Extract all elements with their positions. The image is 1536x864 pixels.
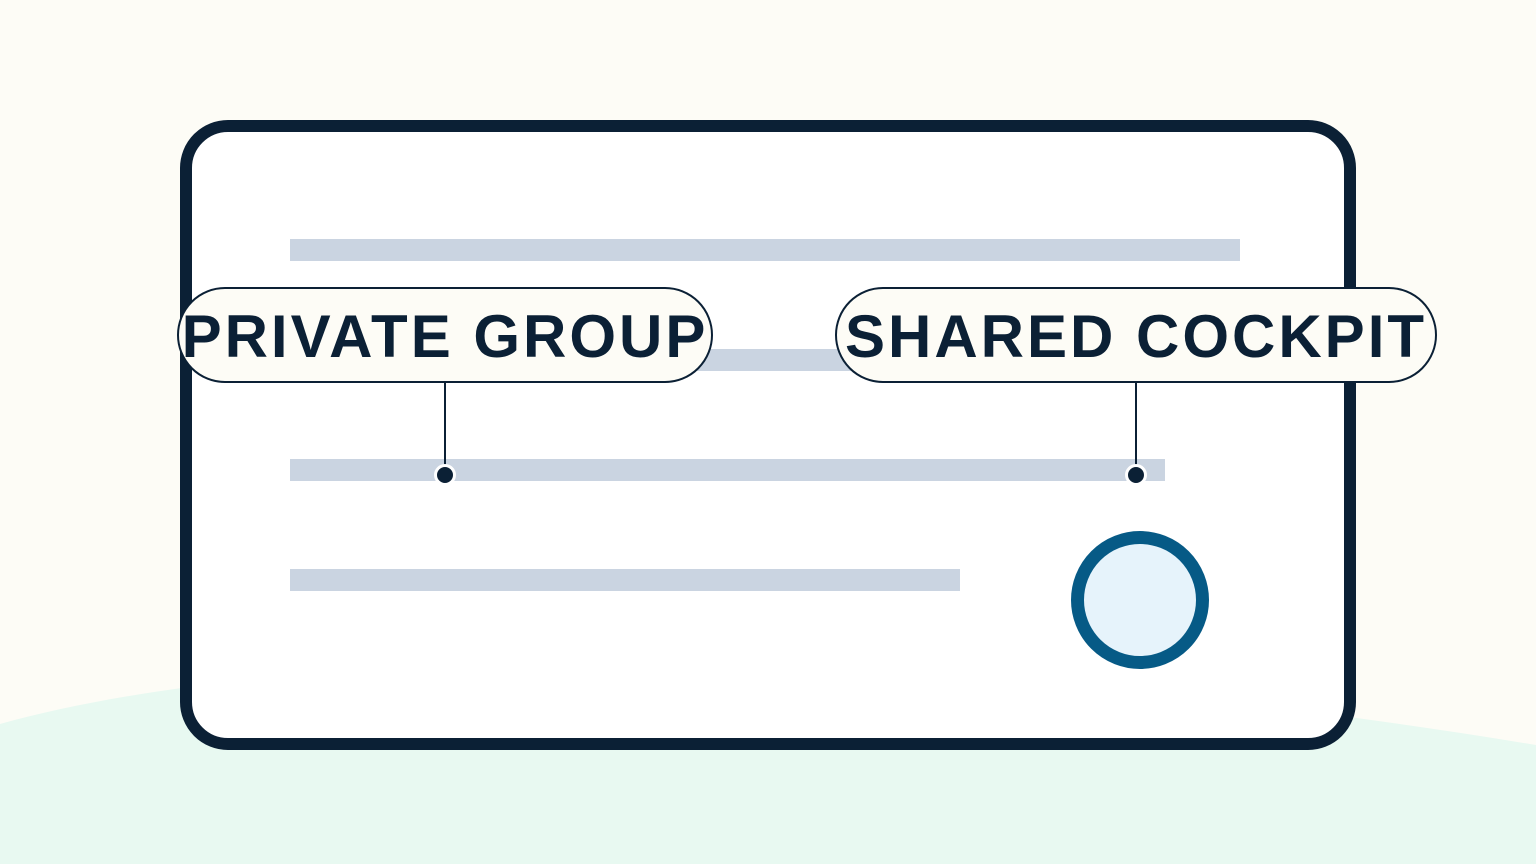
text-placeholder-line-3 [290,459,1165,481]
connector-line-left [444,382,446,466]
text-placeholder-line-2 [650,349,900,371]
private-group-label-text: PRIVATE GROUP [181,302,709,370]
text-placeholder-line-4 [290,569,960,591]
private-group-label: PRIVATE GROUP [177,287,713,383]
connector-line-right [1135,382,1137,466]
circle-avatar-icon [1071,531,1209,669]
shared-cockpit-label-text: SHARED COCKPIT [844,302,1428,370]
shared-cockpit-label: SHARED COCKPIT [835,287,1437,383]
connector-dot-right [1125,464,1147,486]
connector-dot-left [434,464,456,486]
text-placeholder-line-1 [290,239,1240,261]
